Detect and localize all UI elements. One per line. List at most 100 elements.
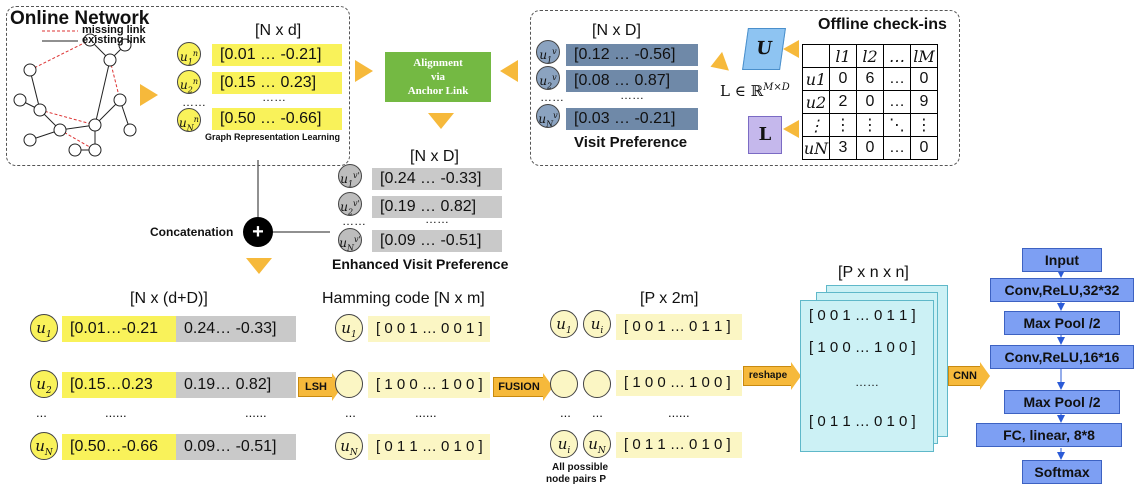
alignment-line2: via: [430, 71, 446, 83]
fusion-arrow-head: [543, 373, 553, 401]
matrix-cell: …: [883, 136, 911, 160]
hamming-dim: Hamming code [N x m]: [322, 290, 485, 307]
node-u2v-enh: u2v': [338, 192, 362, 216]
arrow-left-1: [500, 60, 518, 82]
lsh-arrow: LSH: [298, 377, 334, 397]
enhanced-row-N: [0.09 … -0.51]: [372, 230, 502, 252]
cnn-layer-input: Input: [1022, 248, 1102, 272]
concat-symbol: +: [243, 217, 273, 247]
matrix-cell: u2: [802, 90, 830, 114]
node-uNv: uNv: [536, 104, 560, 128]
visit-row-2: [0.08 … 0.87]: [566, 70, 698, 92]
hamming-row-2: [ 1 0 0 … 1 0 0 ]: [368, 372, 490, 398]
matrix-L: L: [748, 116, 782, 154]
pairs-dots-c: ......: [668, 405, 690, 420]
combined-row-N-left: [0.50…-0.66: [62, 434, 176, 460]
visit-dots-left: ……: [540, 90, 564, 104]
matrix-cell: ⋮: [910, 113, 938, 137]
pairs-caption-1: All possible: [552, 462, 609, 473]
node-u1v-enh: u1v': [338, 164, 362, 188]
matrix-cell: …: [883, 90, 911, 114]
matrix-cell: ⋮: [802, 113, 830, 137]
online-row-N: [0.50 … -0.66]: [212, 108, 342, 130]
matrix-row: ⋮⋮⋮⋱⋮: [802, 113, 938, 137]
enhanced-row-1: [0.24 … -0.33]: [372, 168, 502, 190]
visit-row-N: [0.03 … -0.21]: [566, 108, 698, 130]
matrix-cell: l2: [856, 44, 884, 68]
visit-row-1: [0.12 … -0.56]: [566, 44, 698, 66]
pairs-row-N: [ 0 1 1 … 0 1 0 ]: [616, 432, 742, 458]
enhanced-caption: Enhanced Visit Preference: [332, 256, 509, 272]
node-uN-ham: uN: [335, 432, 363, 460]
matrix-cell: 0: [856, 136, 884, 160]
tensor-layer-front: [ 0 0 1 … 0 1 1 ] [ 1 0 0 … 1 0 0 ] …… […: [800, 300, 934, 452]
node-blank-ham: [335, 370, 363, 398]
online-network-title: Online Network: [10, 8, 150, 29]
online-network-graph: [13, 30, 137, 157]
combined-row-2-right: 0.19… 0.82]: [176, 372, 296, 398]
node-u1n: u1n: [177, 42, 201, 66]
matrix-cell: u1: [802, 67, 830, 91]
matrix-cell: 0: [910, 67, 938, 91]
node-pair-2a: [550, 370, 578, 398]
offline-panel: [530, 10, 960, 166]
node-u2v: u2v: [536, 66, 560, 90]
combined-dots-b: ......: [105, 405, 127, 420]
concat-label: Concatenation: [150, 225, 234, 239]
node-u1-comb: u1: [30, 314, 58, 342]
online-dots: ……: [262, 90, 286, 104]
matrix-cell: 0: [856, 90, 884, 114]
arrow-down-2: [246, 258, 272, 274]
arrow-right-2: [355, 60, 373, 82]
tensor-row-N: [ 0 1 1 … 0 1 0 ]: [809, 413, 916, 430]
enhanced-row-2: [0.19 … 0.82]: [372, 196, 502, 218]
legend-existing-link: existing link: [82, 34, 146, 46]
enhanced-dim: [N x D]: [410, 148, 459, 165]
node-u2n: u2n: [177, 70, 201, 94]
hamming-dots-a: ...: [345, 405, 356, 420]
pairs-dots-b: ...: [592, 405, 603, 420]
matrix-cell: 0: [910, 136, 938, 160]
offline-title: Offline check-ins: [818, 16, 947, 33]
cnn-layer-pool2: Max Pool /2: [1004, 390, 1120, 414]
combined-dots-c: ......: [245, 405, 267, 420]
node-u1-ham: u1: [335, 314, 363, 342]
matrix-cell: 6: [856, 67, 884, 91]
arrow-down-1: [428, 113, 454, 129]
node-pair-Nb: uN: [583, 430, 611, 458]
cnn-arrow: CNN: [948, 366, 982, 386]
node-pair-2b: [583, 370, 611, 398]
matrix-cell: ⋮: [829, 113, 857, 137]
online-network-panel: [6, 6, 350, 166]
matrix-cell: [802, 44, 830, 68]
tensor-row-dots: ……: [855, 375, 879, 389]
matrix-U: U: [742, 28, 786, 70]
online-caption: Graph Representation Learning: [205, 132, 341, 142]
node-u2-comb: u2: [30, 370, 58, 398]
matrix-cell: ⋱: [883, 113, 911, 137]
legend-missing-link: missing link: [82, 24, 146, 36]
matrix-cell: …: [883, 67, 911, 91]
online-row-1: [0.01 … -0.21]: [212, 44, 342, 66]
online-row-2: [0.15 … 0.23]: [212, 72, 342, 94]
online-dots-left: ……: [182, 95, 206, 109]
combined-dots-a: ...: [36, 405, 47, 420]
alignment-line3: Anchor Link: [407, 85, 469, 97]
online-dim: [N x d]: [255, 22, 302, 39]
tensor-row-1: [ 0 0 1 … 0 1 1 ]: [809, 307, 916, 324]
hamming-row-N: [ 0 1 1 … 0 1 0 ]: [368, 434, 490, 460]
pairs-dots-a: ...: [560, 405, 571, 420]
pairs-row-2: [ 1 0 0 … 1 0 0 ]: [616, 370, 742, 396]
combined-row-1-right: 0.24… -0.33]: [176, 316, 296, 342]
node-uN-comb: uN: [30, 432, 58, 460]
matrix-cell: lM: [910, 44, 938, 68]
cnn-layer-conv1: Conv,ReLU,32*32: [990, 278, 1134, 302]
cnn-layer-conv2: Conv,ReLU,16*16: [990, 345, 1134, 369]
arrow-left-3: [783, 40, 799, 58]
